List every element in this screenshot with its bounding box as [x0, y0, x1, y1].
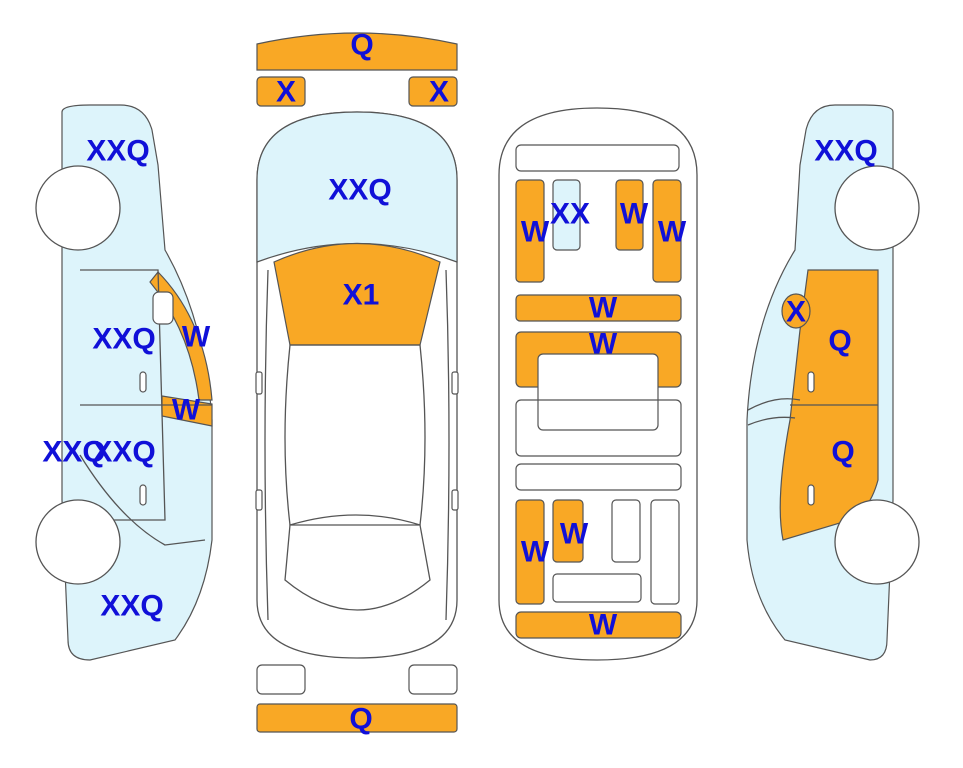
interior-front-mid-panel[interactable] — [615, 179, 644, 251]
right-mirror-top — [451, 371, 459, 395]
interior-front-right-panel[interactable] — [652, 179, 682, 283]
front-lamp-right-panel[interactable] — [408, 76, 458, 107]
left-handle-front — [139, 371, 147, 393]
label-right-front-fender: XXQ — [814, 135, 877, 168]
left-door-line-3 — [79, 454, 206, 546]
label-rear-bumper: Q — [349, 703, 372, 736]
label-right-rear-door: Q — [831, 436, 854, 469]
interior-rear-left-panel[interactable] — [515, 499, 545, 605]
right-mirror-panel[interactable] — [781, 293, 811, 329]
label-right-front-door: Q — [828, 325, 851, 358]
label-interior-dash: W — [589, 292, 618, 325]
label-front-lamp-left: X — [276, 76, 296, 109]
left-handle-top — [255, 489, 263, 511]
right-rear-lines — [747, 398, 801, 426]
label-interior-console: XX — [550, 198, 590, 231]
label-interior-rear-mid: W — [560, 518, 589, 551]
right-side-line — [445, 269, 450, 621]
interior-rear-shelf — [515, 463, 682, 491]
label-left-front-fender: XXQ — [86, 135, 149, 168]
right-handle-top — [451, 489, 459, 511]
label-left-rocker: XXQ — [42, 436, 105, 469]
label-left-rear-quarter: XXQ — [100, 590, 163, 623]
left-mirror[interactable] — [152, 291, 174, 325]
rear-lamp-right[interactable] — [408, 664, 458, 695]
interior-rear-box-3 — [552, 573, 642, 603]
front-bumper-panel[interactable] — [256, 32, 458, 71]
interior-center-box — [537, 353, 659, 431]
left-handle-rear — [139, 484, 147, 506]
left-front-wheel[interactable] — [35, 165, 121, 251]
label-interior-front-mid: W — [620, 198, 649, 231]
right-handle-rear — [807, 484, 815, 506]
right-rear-wheel[interactable] — [834, 499, 920, 585]
label-interior-front-right: W — [658, 216, 687, 249]
label-front-lamp-right: X — [429, 76, 449, 109]
label-left-rear-door: XXQ — [92, 436, 155, 469]
interior-dash-panel[interactable] — [515, 294, 682, 322]
left-door-line-1 — [80, 269, 166, 521]
left-mirror-top — [255, 371, 263, 395]
label-interior-front-left: W — [521, 216, 550, 249]
label-hood: XXQ — [328, 174, 391, 207]
label-right-mirror: X — [786, 296, 806, 329]
label-interior-rear-left: W — [521, 536, 550, 569]
interior-rear-box-2 — [650, 499, 680, 605]
front-lamp-left-panel[interactable] — [256, 76, 306, 107]
left-rear-wheel[interactable] — [35, 499, 121, 585]
rear-glass-outline — [284, 514, 431, 611]
right-front-wheel[interactable] — [834, 165, 920, 251]
interior-console-panel[interactable] — [552, 179, 581, 251]
label-windshield: X1 — [343, 279, 380, 312]
rear-bumper-panel[interactable] — [256, 703, 458, 733]
label-left-front-door: XXQ — [92, 323, 155, 356]
label-left-rear-window: W — [172, 394, 201, 427]
label-interior-front-seat: W — [589, 328, 618, 361]
interior-rear-seat — [515, 399, 682, 457]
left-side-line — [264, 269, 269, 621]
right-handle-front — [807, 371, 815, 393]
interior-outline — [498, 107, 698, 661]
interior-front-left-panel[interactable] — [515, 179, 545, 283]
interior-trunk-panel[interactable] — [515, 611, 682, 639]
interior-rear-box-1 — [611, 499, 641, 563]
interior-dashboard-top — [515, 144, 680, 172]
interior-rear-mid-panel[interactable] — [552, 499, 584, 563]
label-front-bumper: Q — [350, 29, 373, 62]
windshield-panel[interactable] — [273, 242, 441, 346]
label-interior-trunk: W — [589, 609, 618, 642]
roof-outline — [284, 344, 426, 526]
rear-lamp-left[interactable] — [256, 664, 306, 695]
label-left-front-window: W — [182, 321, 211, 354]
